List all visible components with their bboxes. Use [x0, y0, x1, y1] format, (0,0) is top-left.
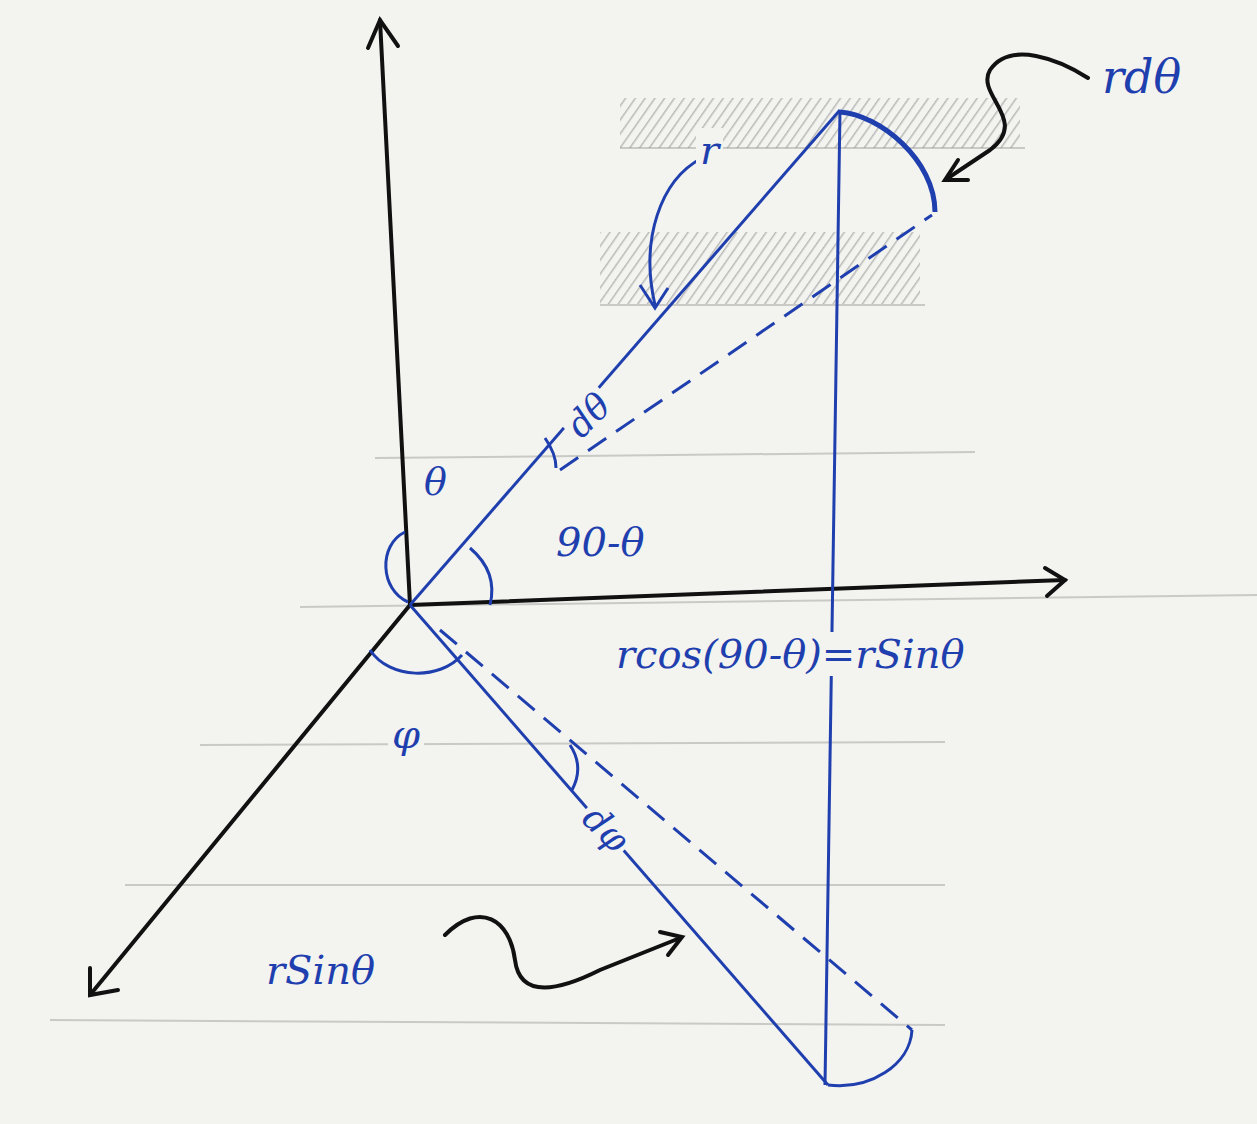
- math-label: rdθ: [1098, 52, 1185, 103]
- math-label: dθ: [556, 383, 621, 448]
- math-label: dφ: [572, 795, 640, 863]
- math-label: rcos(90-θ)=rSinθ: [612, 632, 969, 676]
- math-label: φ: [388, 712, 424, 756]
- math-label: 90-θ: [552, 520, 649, 564]
- math-label: θ: [420, 462, 451, 504]
- math-label: r: [696, 128, 723, 172]
- math-label: rSinθ: [262, 948, 379, 992]
